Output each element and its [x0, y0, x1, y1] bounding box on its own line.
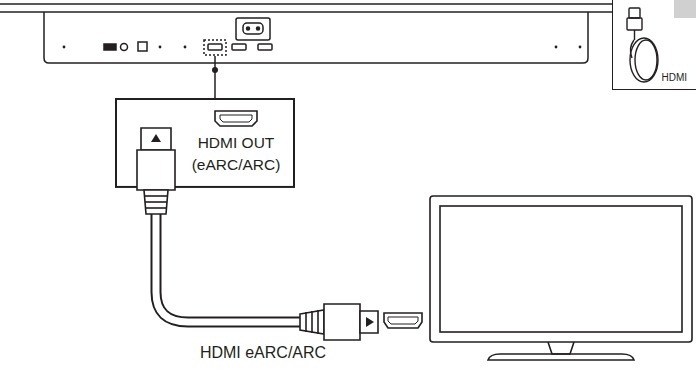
node-text: HDMI OUT (eARC/ARC)	[186, 132, 286, 177]
tv-hdmi-port	[384, 313, 422, 328]
television	[430, 196, 692, 360]
hdmi-cable	[156, 214, 302, 322]
soundbar-rear	[0, 4, 612, 63]
leader-line	[212, 56, 218, 99]
port-label: HDMI eARC/ARC	[150, 344, 376, 362]
hdmi-cable-coil	[627, 0, 696, 82]
hdmi-plug-vertical	[137, 128, 175, 214]
hdmi-plug-horizontal	[300, 304, 378, 340]
accessory-box: HDMI	[612, 0, 696, 90]
node-text: HDMI	[661, 71, 687, 86]
callout-box: HDMI OUT (eARC/ARC)	[116, 99, 294, 187]
hdmi-port-icon	[215, 111, 257, 126]
soundbar-dots	[63, 46, 582, 49]
